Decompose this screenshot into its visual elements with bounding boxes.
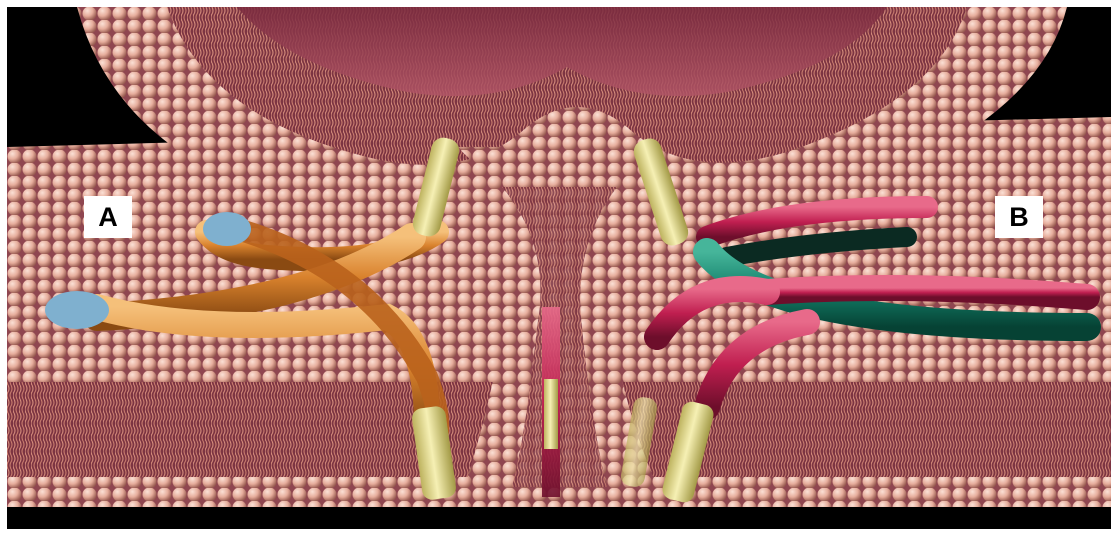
snare-a-tip-lower <box>45 291 109 329</box>
membrane-fusion-illustration: A B <box>7 7 1111 529</box>
panel-label-b-text: B <box>1009 202 1029 233</box>
membrane-fusion-artwork <box>7 7 1111 529</box>
panel-label-b: B <box>995 196 1043 238</box>
panel-label-a: A <box>84 196 132 238</box>
panel-label-a-text: A <box>98 202 118 233</box>
snare-a-tip-upper <box>203 212 251 246</box>
